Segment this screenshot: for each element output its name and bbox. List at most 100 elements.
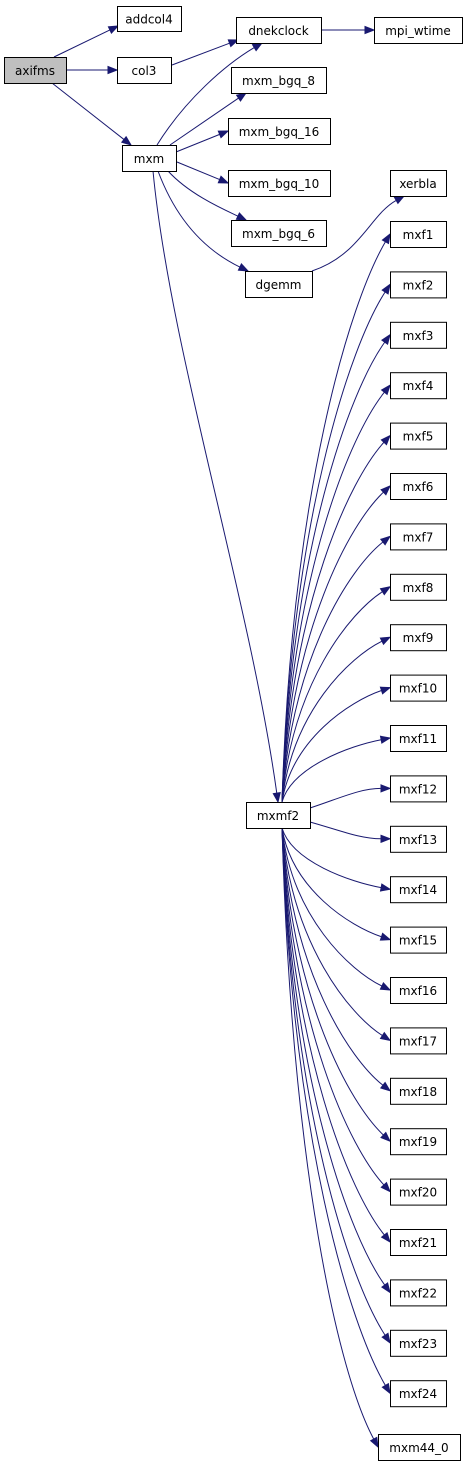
node-mxf12[interactable]: mxf12: [390, 775, 447, 803]
node-mxf13[interactable]: mxf13: [390, 825, 447, 853]
node-mxf19[interactable]: mxf19: [390, 1128, 447, 1156]
node-mxf23[interactable]: mxf23: [390, 1329, 447, 1357]
node-mxf3[interactable]: mxf3: [390, 321, 447, 349]
node-box: [390, 1178, 447, 1206]
edge-line: [157, 170, 241, 268]
edge-mxmf2-to-mxf18: [281, 827, 392, 1092]
edge-mxmf2-to-mxf6: [281, 485, 392, 803]
arrowhead-icon: [380, 384, 391, 396]
node-mxf7[interactable]: mxf7: [390, 523, 447, 551]
arrowhead-icon: [380, 1231, 391, 1244]
node-mxf1[interactable]: mxf1: [390, 221, 447, 248]
node-mxm44-0[interactable]: mxm44_0: [378, 1434, 461, 1461]
node-label: mxm_bgq_6: [242, 227, 315, 241]
node-mxf15[interactable]: mxf15: [390, 926, 447, 954]
arrowhead-icon: [381, 1332, 391, 1344]
node-box: [390, 1229, 447, 1256]
node-mxf8[interactable]: mxf8: [390, 573, 447, 601]
node-label: dgemm: [256, 278, 302, 292]
arrowhead-icon: [379, 636, 392, 646]
node-label: mxmf2: [257, 809, 299, 823]
node-box: [390, 170, 447, 197]
node-mxf10[interactable]: mxf10: [390, 674, 447, 702]
edge-mxmf2-to-mxf14: [281, 827, 392, 892]
node-mxf16[interactable]: mxf16: [390, 977, 447, 1004]
edge-line: [281, 827, 383, 1036]
node-label: mxf18: [399, 1085, 437, 1099]
edge-line: [281, 827, 375, 1440]
arrowhead-icon: [380, 1181, 391, 1193]
node-box: [374, 17, 463, 44]
node-mxm-bgq-10[interactable]: mxm_bgq_10: [228, 170, 331, 197]
node-mxf5[interactable]: mxf5: [390, 422, 447, 450]
node-box: [390, 1329, 447, 1357]
node-mxm-bgq-16[interactable]: mxm_bgq_16: [228, 118, 331, 145]
node-xerbla[interactable]: xerbla: [390, 170, 447, 197]
node-mxf20[interactable]: mxf20: [390, 1178, 447, 1206]
arrowhead-icon: [217, 130, 230, 139]
node-label: mxf19: [399, 1135, 437, 1149]
node-label: mxf13: [399, 833, 437, 847]
node-box: [390, 825, 447, 853]
edge-axifms-to-mxm: [51, 82, 133, 146]
edge-mxmf2-to-mxf23: [281, 827, 391, 1344]
node-dgemm[interactable]: dgemm: [245, 271, 313, 298]
edge-mxmf2-to-mxf15: [281, 827, 392, 941]
node-addcol4[interactable]: addcol4: [117, 6, 182, 32]
node-mxf4[interactable]: mxf4: [390, 372, 447, 400]
arrowhead-icon: [237, 263, 250, 272]
arrowhead-icon: [380, 784, 392, 793]
node-box: [390, 1128, 447, 1156]
edge-line: [309, 821, 382, 840]
arrowhead-icon: [379, 686, 392, 695]
node-mxf18[interactable]: mxf18: [390, 1077, 447, 1105]
node-mxf21[interactable]: mxf21: [390, 1229, 447, 1256]
node-box: [390, 1380, 447, 1408]
arrowhead-icon: [379, 932, 392, 941]
node-mxf24[interactable]: mxf24: [390, 1380, 447, 1408]
edge-line: [156, 47, 255, 146]
arrowhead-icon: [120, 135, 133, 146]
edge-mxmf2-to-mxf10: [281, 686, 392, 803]
edge-line: [51, 82, 125, 140]
node-box: [245, 271, 313, 298]
node-label: mxm: [134, 152, 164, 166]
node-mxf6[interactable]: mxf6: [390, 473, 447, 500]
node-box: [228, 118, 331, 145]
node-box: [122, 145, 177, 172]
node-col3[interactable]: col3: [117, 57, 172, 84]
node-label: dnekclock: [248, 24, 308, 38]
node-box: [390, 271, 447, 299]
node-box: [390, 725, 447, 752]
node-box: [390, 422, 447, 450]
node-mpi-wtime[interactable]: mpi_wtime: [374, 17, 463, 44]
node-box: [4, 57, 67, 84]
node-mxf14[interactable]: mxf14: [390, 876, 447, 904]
node-box: [378, 1434, 461, 1461]
node-mxf2[interactable]: mxf2: [390, 271, 447, 299]
node-mxf11[interactable]: mxf11: [390, 725, 447, 752]
arrowhead-icon: [379, 1031, 392, 1042]
edge-line: [281, 541, 384, 803]
edge-mxmf2-to-mxf4: [281, 384, 391, 803]
node-box: [246, 802, 311, 829]
node-mxf22[interactable]: mxf22: [390, 1279, 447, 1307]
node-mxm[interactable]: mxm: [122, 145, 177, 172]
node-axifms[interactable]: axifms: [4, 57, 67, 84]
arrowhead-icon: [272, 791, 281, 804]
node-label: mxf16: [399, 984, 437, 998]
node-mxf9[interactable]: mxf9: [390, 624, 447, 652]
edge-line: [169, 97, 239, 146]
node-box: [390, 674, 447, 702]
node-box: [390, 321, 447, 349]
node-label: col3: [132, 64, 157, 78]
node-mxmf2[interactable]: mxmf2: [246, 802, 311, 829]
node-mxm-bgq-6[interactable]: mxm_bgq_6: [231, 220, 327, 247]
edge-line: [171, 42, 230, 66]
edge-line: [281, 827, 385, 1236]
edge-mxmf2-to-mxm44-0: [281, 827, 379, 1449]
node-mxm-bgq-8[interactable]: mxm_bgq_8: [231, 67, 327, 94]
node-dnekclock[interactable]: dnekclock: [236, 17, 322, 44]
node-box: [117, 57, 172, 84]
node-mxf17[interactable]: mxf17: [390, 1027, 447, 1055]
